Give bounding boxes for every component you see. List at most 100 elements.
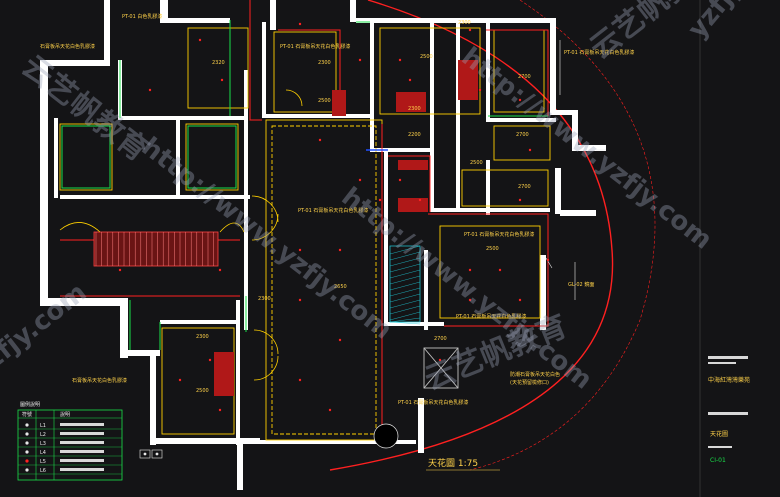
ceiling-height-label: 2500: [318, 98, 331, 104]
material-annotation: PT-01 白色乳膠漆: [122, 13, 162, 20]
watermark-url: http://www.yzfjy.com: [456, 42, 718, 256]
door-swings: [251, 89, 303, 381]
legend-description-bar: [60, 450, 104, 453]
legend-code: L6: [40, 468, 46, 474]
ceiling-height-label: 2300: [408, 106, 421, 112]
sheet-code: CI-01: [710, 457, 726, 464]
watermark-url: yzfjy.com: [682, 0, 780, 44]
ceiling-height-label: 2500: [470, 160, 483, 166]
light-fixture-dot: [328, 408, 332, 412]
light-fixture-dot: [378, 198, 382, 202]
light-fixture-dot: [338, 338, 342, 342]
material-annotation: 石膏板吊天花白色乳膠漆: [72, 377, 127, 384]
light-fixture-dot: [468, 28, 472, 32]
ceiling-height-label: 2200: [408, 132, 421, 138]
red-trim-lines: [60, 0, 549, 440]
ceiling-height-label: 2300: [318, 60, 331, 66]
legend-code: L4: [40, 450, 46, 456]
legend-code: L2: [40, 432, 46, 438]
legend-title: 圖例說明: [20, 401, 40, 408]
light-fixture-dot: [298, 378, 302, 382]
light-fixture-dot: [298, 298, 302, 302]
green-trim-lines: [61, 20, 548, 350]
legend-symbol: [25, 423, 29, 427]
material-annotation: GL-02 鏡面: [568, 281, 594, 288]
curved-facade-arc: [329, 0, 614, 471]
light-fixtures: [118, 22, 550, 412]
light-fixture-dot: [218, 268, 222, 272]
legend-symbol: [25, 450, 29, 454]
ceiling-height-label: 2300: [458, 20, 471, 26]
material-annotation: PT-01 石膏板吊天花白色乳膠漆: [456, 313, 526, 320]
legend-code: L3: [40, 441, 46, 447]
light-fixture-dot: [298, 22, 302, 26]
light-fixture-dot: [398, 178, 402, 182]
light-fixture-dot: [318, 138, 322, 142]
watermark-brand: 云艺帆教育: [15, 49, 155, 169]
material-annotation: 防潮石膏板吊天花白色: [510, 371, 560, 378]
ceiling-height-label: 2300: [196, 334, 209, 340]
light-fixture-dot: [518, 98, 522, 102]
ceiling-height-label: 2700: [518, 184, 531, 190]
ceiling-height-label: 2500: [196, 388, 209, 394]
light-fixture-dot: [468, 298, 472, 302]
legend-symbol: [25, 441, 29, 445]
curved-balcony-arc: [469, 0, 656, 471]
light-fixture-dot: [358, 58, 362, 62]
light-fixture-dot: [478, 88, 482, 92]
light-fixture-dot: [338, 248, 342, 252]
drawing-title: 天花圖 1:75: [428, 457, 478, 469]
light-fixture-dot: [178, 378, 182, 382]
legend-header: 說明: [60, 411, 70, 418]
light-fixture-dot: [518, 298, 522, 302]
light-fixture-dot: [498, 268, 502, 272]
ceiling-height-label: 2700: [434, 336, 447, 342]
material-annotation: 石膏板吊天花白色乳膠漆: [40, 43, 95, 50]
ceiling-height-label: 2500: [420, 54, 433, 60]
light-fixture-dot: [546, 258, 550, 262]
light-fixture-dot: [398, 58, 402, 62]
light-fixture-dot: [358, 178, 362, 182]
shower-hatch: [389, 245, 421, 325]
staircase: [59, 222, 245, 267]
ceiling-height-label: 2320: [212, 60, 225, 66]
material-annotation: (天花預留檢修口): [510, 379, 549, 386]
light-fixture-dot: [528, 148, 532, 152]
ceiling-height-label: 2700: [516, 132, 529, 138]
ceiling-height-label: 2650: [334, 284, 347, 290]
material-annotation: PT-01 石膏板吊天花白色乳膠漆: [464, 231, 534, 238]
light-fixture-dot: [220, 78, 224, 82]
light-fixture-dot: [418, 198, 422, 202]
legend-header: 符號: [22, 411, 32, 418]
light-fixture-dot: [208, 358, 212, 362]
section-marker: [139, 449, 163, 459]
drawing-title-block: 天花圖 1:75: [426, 457, 500, 471]
legend-description-bar: [60, 459, 104, 462]
material-annotation: PT-01 石膏板吊天花白色乳膠漆: [398, 399, 468, 406]
light-fixture-dot: [218, 408, 222, 412]
legend-symbol: [25, 468, 29, 472]
material-annotation: PT-01 石膏板吊天花白色乳膠漆: [280, 43, 350, 50]
light-fixture-dot: [518, 198, 522, 202]
light-fixture-dot: [198, 38, 202, 42]
light-fixture-dot: [118, 268, 122, 272]
ceiling-height-label: 2700: [518, 74, 531, 80]
material-annotation: PT-01 石膏板吊天花白色乳膠漆: [298, 207, 368, 214]
round-column: [373, 423, 399, 449]
material-annotation: PT-01 石膏板吊天花白色乳膠漆: [564, 49, 634, 56]
legend-symbol: [25, 459, 29, 463]
ceiling-height-label: 2300: [258, 296, 271, 302]
light-fixture-dot: [468, 268, 472, 272]
legend-description-bar: [60, 441, 104, 444]
legend-description-bar: [60, 468, 104, 471]
material-annotations: PT-01 白色乳膠漆 石膏板吊天花白色乳膠漆 PT-01 石膏板吊天花白色乳膠…: [40, 13, 634, 406]
ceiling-height-label: 2500: [486, 246, 499, 252]
interior-walls: [54, 22, 556, 445]
sheet-name: 天花圖: [710, 430, 728, 438]
title-block: 中海紅灣灣樂苑 天花圖 CI-01: [699, 0, 750, 497]
light-fixture-dot: [438, 358, 442, 362]
legend-description-bar: [60, 423, 104, 426]
